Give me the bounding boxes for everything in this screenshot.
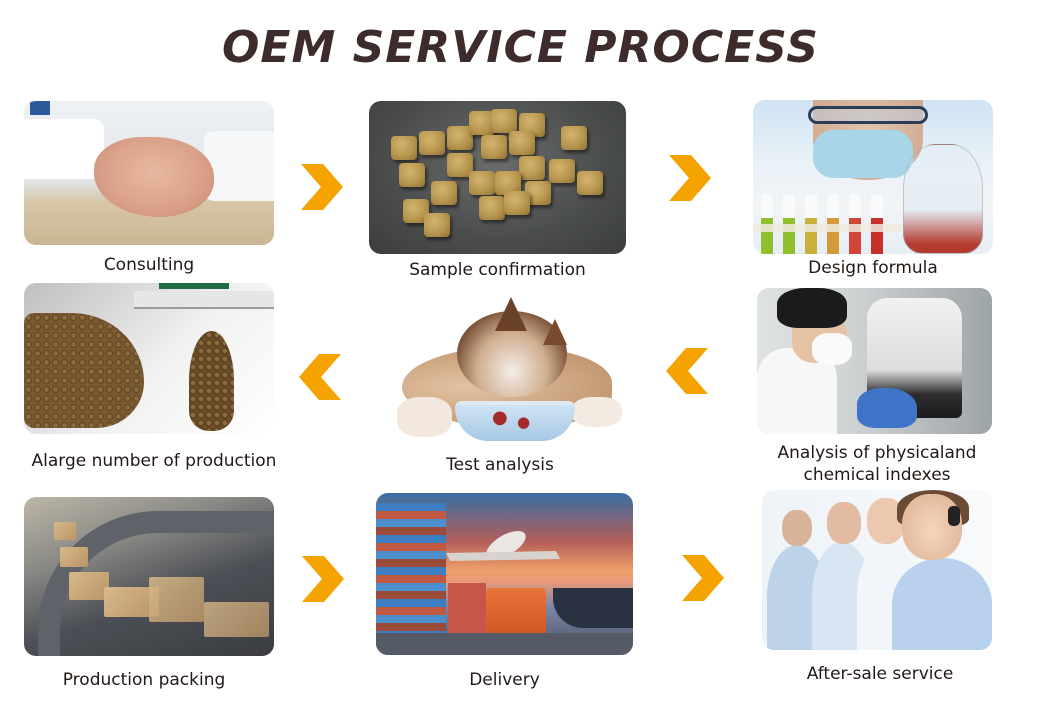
step-label-design-formula: Design formula: [808, 258, 938, 278]
test-analysis-photo: ● ●: [387, 297, 632, 447]
arrow-right-icon: [299, 162, 345, 212]
step-label-production-packing: Production packing: [62, 670, 226, 690]
arrow-left-icon: [297, 352, 343, 402]
after-sale-photo: [762, 490, 992, 650]
airplane-icon: [446, 531, 560, 561]
page-title: OEM SERVICE PROCESS: [222, 22, 819, 73]
arrow-left-icon: [664, 346, 710, 396]
step-label-sample-confirmation: Sample confirmation: [409, 260, 586, 280]
sample-confirmation-photo: [369, 101, 626, 254]
paw-icon: ●: [517, 413, 531, 431]
delivery-photo: [376, 493, 633, 655]
production-packing-photo: [24, 497, 274, 656]
step-label-delivery: Delivery: [469, 670, 540, 690]
arrow-right-icon: [680, 553, 726, 603]
step-label-production: Alarge number of production: [31, 451, 277, 471]
step-label-analysis-line2: chemical indexes: [803, 465, 951, 485]
step-label-analysis-line1: Analysis of physicaland: [777, 443, 977, 463]
consulting-photo: [24, 101, 274, 245]
design-formula-photo: [753, 100, 993, 254]
step-label-consulting: Consulting: [103, 255, 195, 275]
arrow-right-icon: [667, 153, 713, 203]
analysis-photo: [757, 288, 992, 434]
step-label-test-analysis: Test analysis: [446, 455, 554, 475]
paw-icon: ●: [492, 407, 508, 428]
step-label-analysis: Analysis of physicaland chemical indexes: [752, 442, 1002, 486]
arrow-right-icon: [300, 554, 346, 604]
step-label-after-sale: After-sale service: [806, 664, 954, 684]
production-photo: [24, 283, 274, 434]
